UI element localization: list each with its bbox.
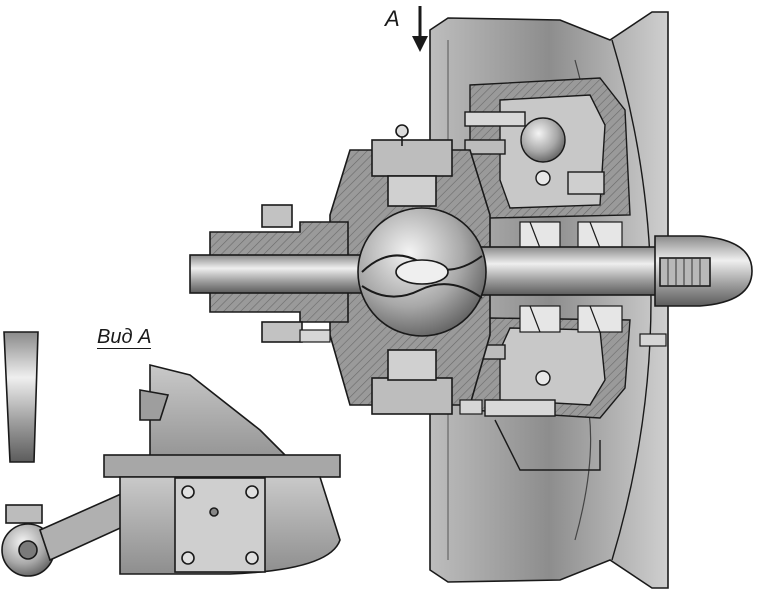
view-a-housing bbox=[103, 363, 341, 575]
view-a-steering-arm bbox=[1, 331, 139, 577]
axle-shaft bbox=[189, 204, 753, 343]
cv-joint bbox=[357, 207, 487, 337]
view-marker-label: А bbox=[385, 6, 400, 31]
hub-upper bbox=[464, 77, 631, 219]
bearings bbox=[519, 221, 623, 333]
bolts bbox=[299, 329, 667, 415]
view-caption-label: Вид А bbox=[97, 326, 152, 349]
view-a-arrow bbox=[412, 6, 428, 52]
